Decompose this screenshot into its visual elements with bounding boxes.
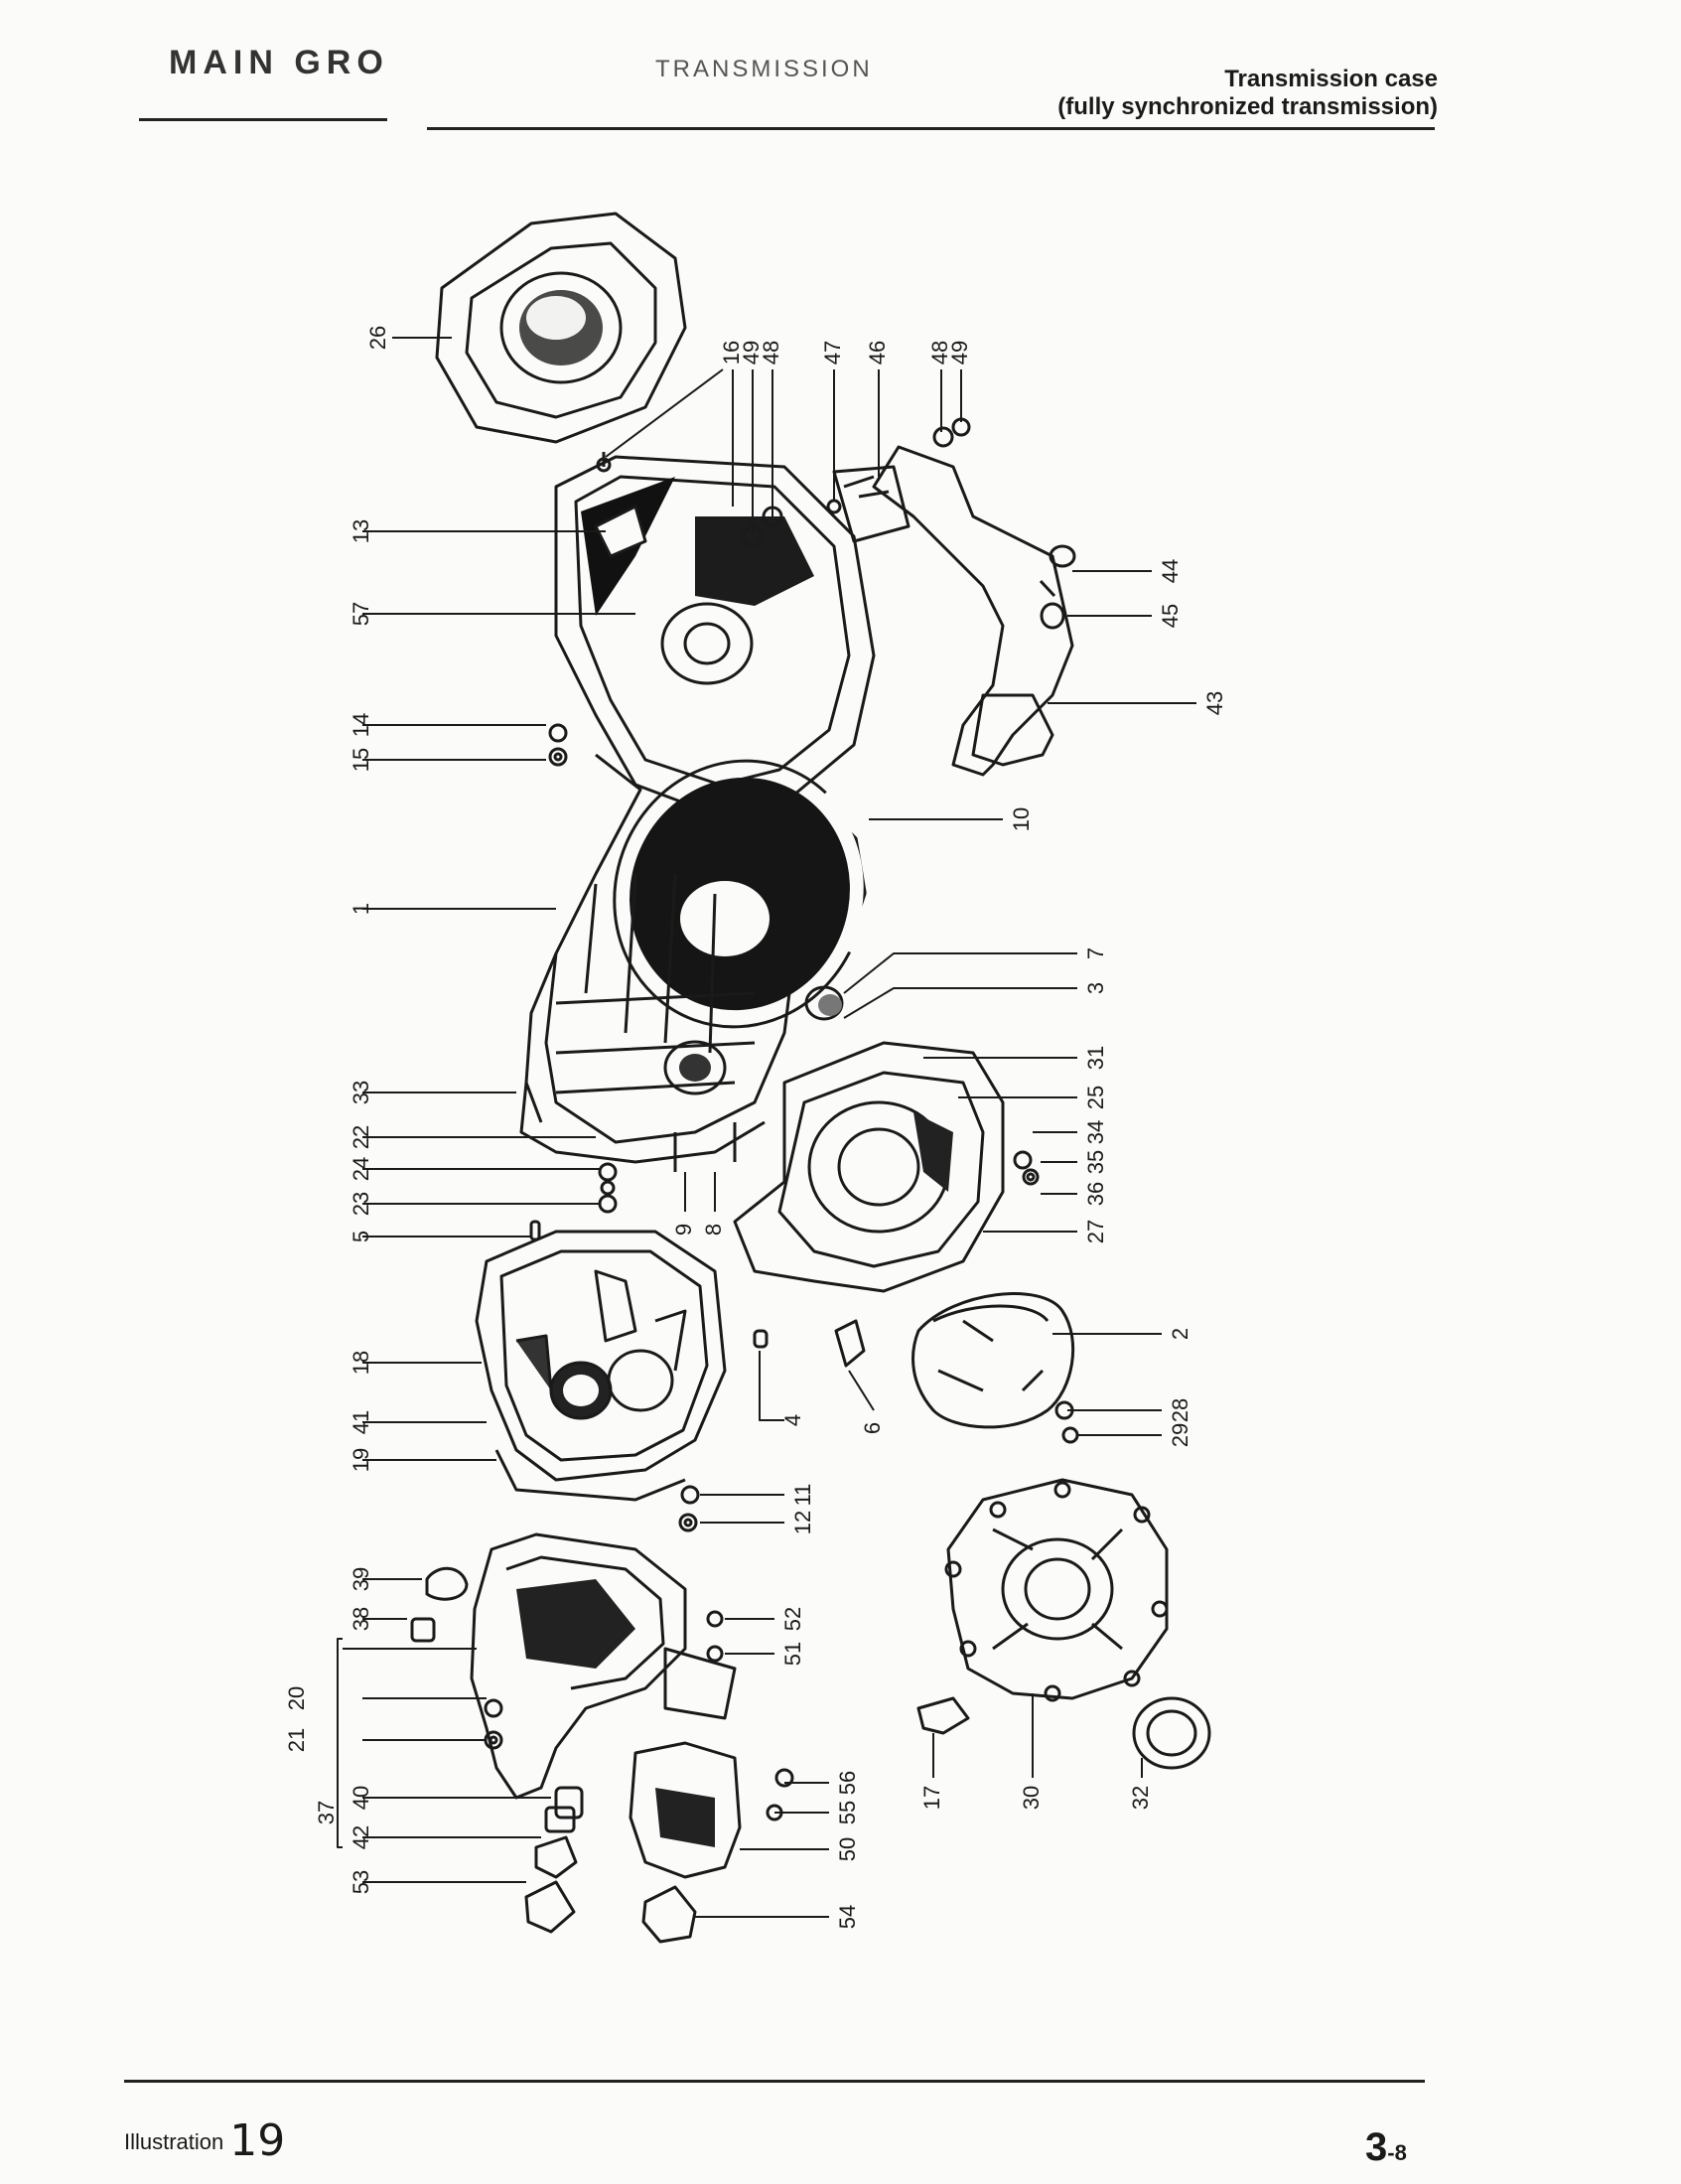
callout-29: 29 — [1168, 1423, 1192, 1447]
callout-53: 53 — [349, 1870, 373, 1894]
callout-5: 5 — [349, 1231, 373, 1242]
callout-12: 12 — [790, 1511, 815, 1534]
mounting-bracket-drawing — [832, 417, 1076, 777]
callout-23: 23 — [349, 1192, 373, 1216]
intermediate-housing-drawing — [475, 1230, 769, 1502]
page-title: Transmission case (fully synchronized tr… — [1057, 66, 1438, 121]
callout-30: 30 — [1019, 1786, 1044, 1810]
callout-46: 46 — [865, 341, 890, 364]
callout-11: 11 — [790, 1484, 815, 1507]
callout-4: 4 — [780, 1414, 805, 1426]
callout-34: 34 — [1083, 1120, 1108, 1144]
callout-48b: 48 — [927, 341, 952, 364]
callout-14: 14 — [349, 713, 373, 737]
callout-25: 25 — [1083, 1086, 1108, 1109]
callout-52: 52 — [780, 1607, 805, 1631]
callout-8: 8 — [701, 1224, 726, 1236]
callout-21: 21 — [284, 1728, 309, 1752]
callout-13: 13 — [349, 519, 373, 543]
transmission-case-drawing — [519, 455, 881, 1172]
callout-32: 32 — [1128, 1786, 1153, 1810]
callout-40: 40 — [349, 1786, 373, 1810]
callout-48a: 48 — [759, 341, 783, 364]
section-label: TRANSMISSION — [655, 56, 873, 82]
callout-38: 38 — [349, 1607, 373, 1631]
callout-45: 45 — [1158, 604, 1183, 628]
callout-24: 24 — [349, 1157, 373, 1181]
small-hardware-drawing — [548, 452, 842, 767]
callout-18: 18 — [349, 1351, 373, 1375]
callout-7: 7 — [1083, 947, 1108, 959]
callout-35: 35 — [1083, 1150, 1108, 1174]
page-number-main: 3 — [1365, 2125, 1388, 2169]
callout-41: 41 — [349, 1410, 373, 1434]
callout-17: 17 — [919, 1786, 944, 1810]
callout-16: 16 — [719, 341, 744, 364]
callout-2: 2 — [1168, 1328, 1192, 1340]
callout-37: 37 — [314, 1801, 339, 1824]
callout-15: 15 — [349, 748, 373, 772]
callout-19: 19 — [349, 1448, 373, 1472]
bearing-ring-drawing — [834, 1292, 1079, 1444]
callout-42: 42 — [349, 1825, 373, 1849]
callout-31: 31 — [1083, 1046, 1108, 1070]
illustration-number: 19 — [229, 2115, 286, 2166]
callout-33: 33 — [349, 1081, 373, 1104]
callout-27: 27 — [1083, 1220, 1108, 1243]
callout-39: 39 — [349, 1567, 373, 1591]
callout-54: 54 — [835, 1905, 860, 1929]
callout-28: 28 — [1168, 1398, 1192, 1422]
callout-55: 55 — [835, 1801, 860, 1824]
front-housing-drawing — [410, 1532, 737, 1934]
leader-lines — [337, 337, 1196, 1918]
differential-cover-drawing — [916, 1478, 1211, 1770]
callout-10: 10 — [1009, 807, 1034, 831]
main-group-label: MAIN GRO — [169, 44, 389, 81]
callout-43: 43 — [1202, 691, 1227, 715]
page-number: 3-8 — [1365, 2125, 1407, 2170]
bearing-cover-drawing — [733, 1041, 1040, 1293]
page-title-line-2: (fully synchronized transmission) — [1057, 93, 1438, 120]
callout-36: 36 — [1083, 1182, 1108, 1206]
illustration-label: Illustration — [124, 2129, 224, 2154]
rear-cover-drawing — [435, 212, 687, 444]
callout-49b: 49 — [947, 341, 972, 364]
callout-9: 9 — [671, 1224, 696, 1236]
callout-6: 6 — [860, 1422, 885, 1434]
dowel-and-bush-drawing — [804, 985, 844, 1021]
washer-set-drawing — [484, 1610, 724, 1750]
callout-49a: 49 — [739, 341, 764, 364]
callout-47: 47 — [820, 341, 845, 364]
callout-50: 50 — [835, 1837, 860, 1861]
gasket-stack-drawing — [529, 1162, 618, 1241]
header-rule-right — [427, 127, 1435, 130]
callout-56: 56 — [835, 1771, 860, 1795]
callout-3: 3 — [1083, 982, 1108, 994]
callout-57: 57 — [349, 602, 373, 626]
callout-44: 44 — [1158, 559, 1183, 583]
page-number-sub: -8 — [1387, 2140, 1407, 2165]
footer-rule — [124, 2080, 1425, 2083]
side-cover-drawing — [629, 1741, 794, 1944]
header-rule-left — [139, 118, 387, 121]
callout-51: 51 — [780, 1642, 805, 1666]
page-title-line-1: Transmission case — [1224, 66, 1438, 92]
callout-1: 1 — [349, 903, 373, 915]
callout-20: 20 — [284, 1686, 309, 1710]
callout-22: 22 — [349, 1125, 373, 1149]
callout-26: 26 — [365, 326, 390, 350]
nut-washer-drawing — [678, 1485, 700, 1532]
